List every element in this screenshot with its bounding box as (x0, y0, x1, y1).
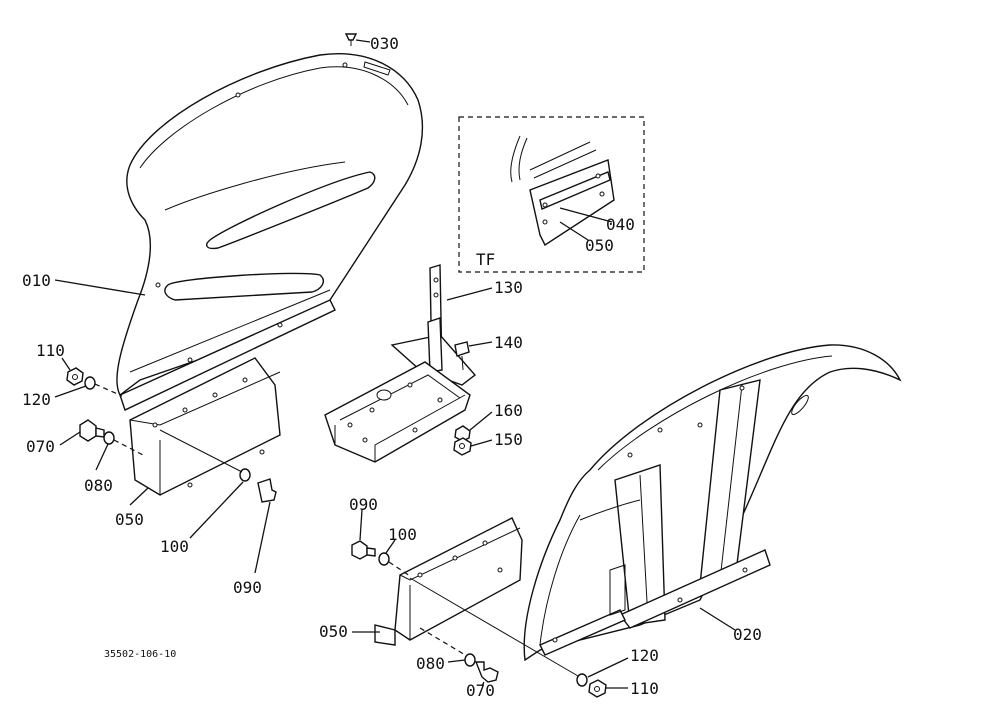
callout-050-left: 050 (115, 510, 144, 529)
callout-080-left: 080 (84, 476, 113, 495)
screw-030 (344, 33, 371, 46)
callout-070-right: 070 (466, 681, 495, 700)
left-bracket-050 (129, 357, 281, 506)
callout-100-left: 100 (160, 537, 189, 556)
callout-040-tf: 040 (606, 215, 635, 234)
callout-100-right: 100 (388, 525, 417, 544)
inset-label-tf: TF (476, 250, 496, 269)
callout-010: 010 (22, 271, 51, 290)
callout-050-right: 050 (319, 622, 348, 641)
callout-120-left: 120 (22, 390, 51, 409)
callout-110-right: 110 (630, 679, 659, 698)
right-bracket-050 (352, 517, 523, 646)
left-fender-010 (116, 53, 424, 411)
callout-110-left: 110 (36, 341, 65, 360)
callout-090-left: 090 (233, 578, 262, 597)
center-hardware (453, 341, 493, 456)
callout-080-right: 080 (416, 654, 445, 673)
left-hardware (54, 357, 277, 574)
callout-050-tf: 050 (585, 236, 614, 255)
callout-130: 130 (494, 278, 523, 297)
figure-code: 35502-106-10 (104, 649, 177, 660)
leader-010 (54, 279, 146, 296)
callout-070-left: 070 (26, 437, 55, 456)
callout-090-right: 090 (349, 495, 378, 514)
callout-150: 150 (494, 430, 523, 449)
callout-120-right: 120 (630, 646, 659, 665)
callout-140: 140 (494, 333, 523, 352)
callout-020: 020 (733, 625, 762, 644)
callout-030: 030 (370, 34, 399, 53)
callout-160: 160 (494, 401, 523, 420)
right-fender-020 (523, 344, 902, 662)
center-bracket-130 (324, 264, 493, 463)
tf-inset (458, 116, 645, 273)
right-hardware (351, 509, 629, 698)
